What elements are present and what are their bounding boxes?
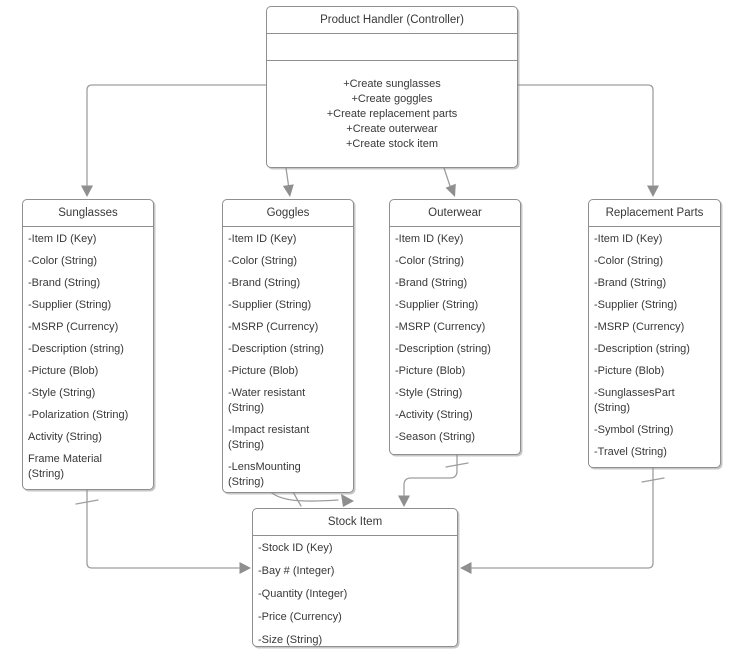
attribute-label: -Description (string) [228, 343, 324, 355]
attribute-label: -Quantity (Integer) [258, 588, 348, 600]
attribute-label: Frame Material (String) [28, 453, 102, 480]
class-box-product-handler[interactable]: Product Handler (Controller) +Create sun… [266, 6, 518, 168]
attribute-label: -Picture (Blob) [228, 365, 299, 377]
attribute-label: -Description (string) [395, 343, 491, 355]
class-attributes-section: -Stock ID (Key) -Bay # (Integer) -Quanti… [253, 536, 457, 655]
arrowhead-down-icon [282, 184, 294, 197]
arrowhead-down-icon [647, 185, 659, 197]
arrowhead-left-icon [460, 562, 472, 574]
attribute-label: -SunglassesPart (String) [594, 387, 675, 414]
multiplicity-one-tick [445, 462, 469, 468]
attribute-label: -Stock ID (Key) [258, 542, 333, 554]
attribute-label: -Water resistant (String) [228, 387, 306, 414]
attribute-label: -MSRP (Currency) [28, 321, 119, 333]
class-title: Replacement Parts [589, 200, 720, 227]
attribute-label: -Price (Currency) [258, 611, 342, 623]
attribute-label: -Brand (String) [28, 277, 101, 289]
attribute-label: -Color (String) [594, 255, 664, 267]
method-label: +Create replacement parts [326, 108, 458, 120]
multiplicity-one-tick [75, 499, 99, 505]
attribute-label: -Item ID (Key) [594, 233, 663, 245]
class-attributes-section: -Item ID (Key) -Color (String) -Brand (S… [390, 227, 520, 452]
arrowhead-down-icon [81, 185, 93, 197]
attribute-label: -Bay # (Integer) [258, 565, 335, 577]
class-fields-section-empty [267, 34, 517, 61]
edge-goggles-to-stock-item[interactable] [271, 491, 354, 507]
class-title: Goggles [223, 200, 353, 227]
edge-sunglasses-to-stock-item[interactable] [75, 489, 251, 574]
edge-controller-to-sunglasses[interactable] [81, 84, 267, 197]
class-box-outerwear[interactable]: Outerwear -Item ID (Key) -Color (String)… [389, 199, 521, 455]
attribute-label: -Description (string) [594, 343, 690, 355]
attribute-label: -Brand (String) [228, 277, 301, 289]
attribute-label: -Item ID (Key) [395, 233, 464, 245]
edge-controller-to-replacement-parts[interactable] [516, 84, 659, 197]
attribute-label: -Picture (Blob) [395, 365, 466, 377]
attribute-label: -Supplier (String) [228, 299, 312, 311]
attribute-label: -Polarization (String) [28, 409, 129, 421]
class-box-stock-item[interactable]: Stock Item -Stock ID (Key) -Bay # (Integ… [252, 508, 458, 647]
edge-controller-to-goggles[interactable] [282, 167, 294, 197]
method-label: +Create sunglasses [343, 78, 441, 90]
arrowhead-down-icon [445, 183, 456, 197]
arrowhead-right-icon [239, 562, 251, 574]
attribute-label: -Activity (String) [395, 409, 473, 421]
attribute-label: -Item ID (Key) [28, 233, 97, 245]
attribute-label: -Supplier (String) [28, 299, 112, 311]
arrowhead-right-icon [341, 494, 354, 507]
attribute-label: -Picture (Blob) [594, 365, 665, 377]
attribute-label: -Color (String) [395, 255, 465, 267]
attribute-label: -Color (String) [28, 255, 98, 267]
attribute-label: -MSRP (Currency) [594, 321, 685, 333]
edge-outerwear-to-stock-item[interactable] [398, 454, 469, 507]
attribute-label: -Travel (String) [594, 446, 667, 458]
class-box-goggles[interactable]: Goggles -Item ID (Key) -Color (String) -… [222, 199, 354, 493]
attribute-label: -MSRP (Currency) [228, 321, 319, 333]
attribute-label: -Item ID (Key) [228, 233, 297, 245]
class-title: Stock Item [253, 509, 457, 536]
class-methods-section: +Create sunglasses +Create goggles +Crea… [267, 61, 517, 168]
attribute-label: -LensMounting (String) [228, 461, 301, 488]
class-title: Outerwear [390, 200, 520, 227]
attribute-label: -Season (String) [395, 431, 476, 443]
arrowhead-down-icon [398, 495, 410, 507]
class-attributes-section: -Item ID (Key) -Color (String) -Brand (S… [589, 227, 720, 467]
method-label: +Create goggles [351, 93, 433, 105]
class-title: Product Handler (Controller) [267, 7, 517, 34]
attribute-label: -MSRP (Currency) [395, 321, 486, 333]
attribute-label: -Style (String) [28, 387, 96, 399]
method-label: +Create outerwear [346, 123, 438, 135]
class-box-sunglasses[interactable]: Sunglasses -Item ID (Key) -Color (String… [22, 199, 154, 490]
method-label: +Create stock item [345, 138, 438, 150]
edge-controller-to-outerwear[interactable] [443, 167, 456, 197]
attribute-label: -Supplier (String) [594, 299, 678, 311]
multiplicity-one-tick [292, 491, 302, 507]
attribute-label: -Brand (String) [594, 277, 667, 289]
attribute-label: -Brand (String) [395, 277, 468, 289]
class-attributes-section: -Item ID (Key) -Color (String) -Brand (S… [23, 227, 153, 489]
attribute-label: Activity (String) [28, 431, 102, 443]
attribute-label: -Size (String) [258, 634, 323, 646]
class-box-replacement-parts[interactable]: Replacement Parts -Item ID (Key) -Color … [588, 199, 721, 468]
attribute-label: -Picture (Blob) [28, 365, 99, 377]
attribute-label: -Description (string) [28, 343, 124, 355]
class-attributes-section: -Item ID (Key) -Color (String) -Brand (S… [223, 227, 353, 497]
attribute-label: -Supplier (String) [395, 299, 479, 311]
class-title: Sunglasses [23, 200, 153, 227]
attribute-label: -Impact resistant (String) [228, 424, 310, 451]
attribute-label: -Symbol (String) [594, 424, 674, 436]
multiplicity-one-tick [641, 477, 665, 483]
attribute-label: -Style (String) [395, 387, 463, 399]
attribute-label: -Color (String) [228, 255, 298, 267]
edge-replacement-parts-to-stock-item[interactable] [460, 467, 665, 574]
